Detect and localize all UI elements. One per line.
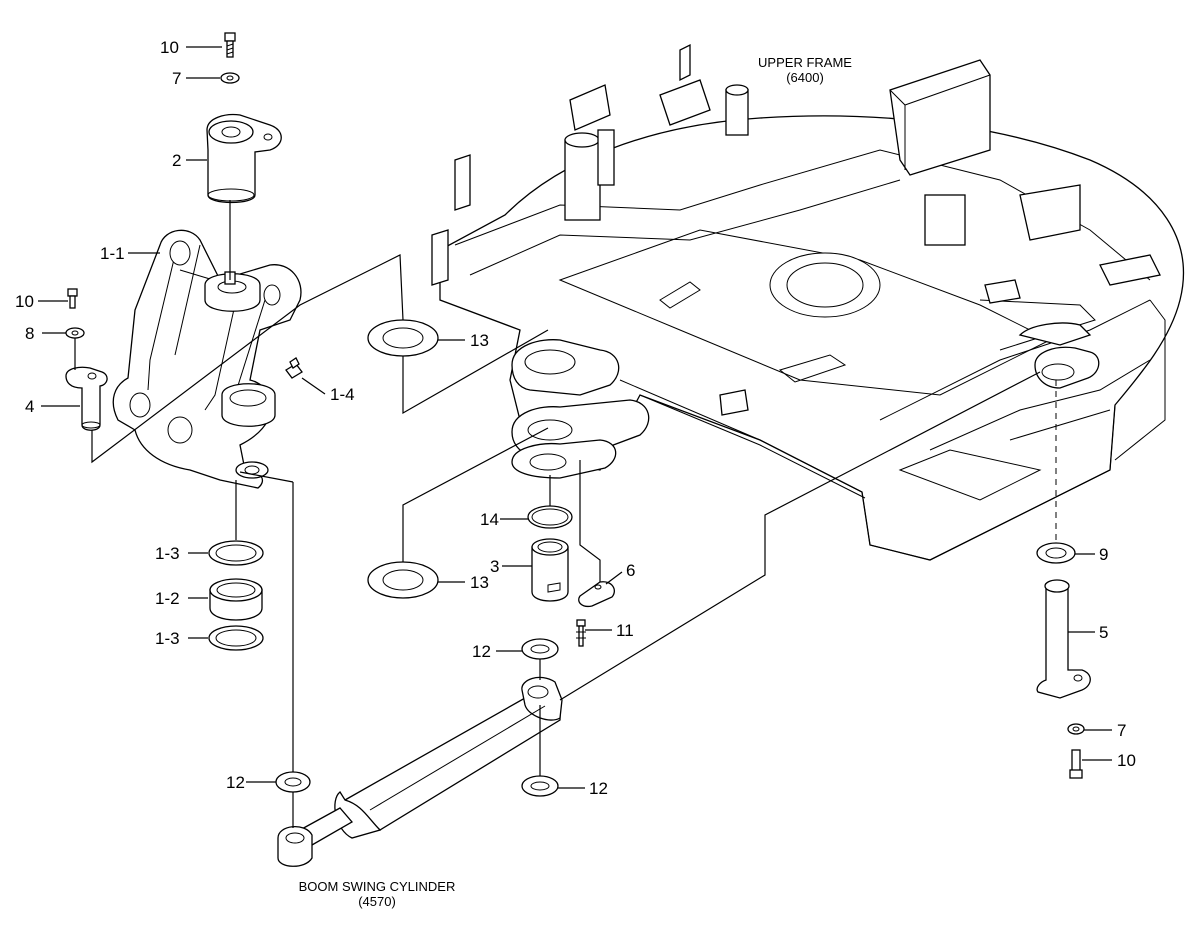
- label-10-right: 10: [1117, 751, 1136, 770]
- ring-1-3-top: [208, 540, 264, 566]
- ring-1-3-bottom: [208, 625, 264, 651]
- label-9: 9: [1099, 545, 1108, 564]
- boom-swing-cylinder: [277, 676, 563, 867]
- frame-mount-lugs: [511, 322, 1100, 479]
- shim-13-top: [367, 319, 439, 357]
- swing-bracket: [112, 229, 302, 489]
- label-1-3-bottom: 1-3: [155, 629, 180, 648]
- shim-12-mid-bottom: [521, 775, 559, 797]
- caption-boom-swing-cylinder-code: (4570): [358, 894, 396, 909]
- label-12-mid-bottom: 12: [589, 779, 608, 798]
- oring-14: [527, 505, 573, 529]
- pin-4: [65, 366, 108, 431]
- caption-upper-frame: UPPER FRAME: [758, 55, 852, 70]
- pin-5: [1036, 579, 1091, 699]
- label-10-top: 10: [160, 38, 179, 57]
- label-13-top: 13: [470, 331, 489, 350]
- upper-frame: [431, 43, 1185, 561]
- caption-upper-frame-code: (6400): [786, 70, 824, 85]
- label-7-right: 7: [1117, 721, 1126, 740]
- shim-12-left: [275, 771, 311, 793]
- washer-7-top: [220, 72, 240, 84]
- shim-9: [1036, 542, 1076, 564]
- leader-lines: [38, 46, 1112, 828]
- bolt-10-top: [224, 32, 236, 58]
- washer-7-right: [1067, 723, 1085, 735]
- label-13-bottom: 13: [470, 573, 489, 592]
- label-8: 8: [25, 324, 34, 343]
- label-5: 5: [1099, 623, 1108, 642]
- label-4: 4: [25, 397, 34, 416]
- captions: UPPER FRAME (6400) BOOM SWING CYLINDER (…: [299, 55, 853, 909]
- part-labels: 10 7 2 1-1 10 8 4 1-4 1-3 1-2 1-3 12 13 …: [15, 38, 1136, 798]
- label-1-4: 1-4: [330, 385, 355, 404]
- label-2: 2: [172, 151, 181, 170]
- washer-8: [65, 327, 85, 339]
- label-3: 3: [490, 557, 499, 576]
- label-11: 11: [616, 621, 634, 640]
- label-1-2: 1-2: [155, 589, 180, 608]
- lock-plate-6: [578, 581, 615, 608]
- grease-fitting-1-4: [285, 357, 303, 379]
- label-12-mid-top: 12: [472, 642, 491, 661]
- shim-12-mid-top: [521, 638, 559, 660]
- bolt-10-right: [1069, 749, 1083, 779]
- bushing-1-2: [209, 578, 263, 621]
- bolt-11: [576, 619, 586, 647]
- label-1-3-top: 1-3: [155, 544, 180, 563]
- shim-13-bottom: [367, 561, 439, 599]
- label-1-1: 1-1: [100, 244, 125, 263]
- label-6: 6: [626, 561, 635, 580]
- label-7-top: 7: [172, 69, 181, 88]
- label-12-left: 12: [226, 773, 245, 792]
- bushing-3: [531, 538, 569, 602]
- caption-boom-swing-cylinder: BOOM SWING CYLINDER: [299, 879, 456, 894]
- label-14: 14: [480, 510, 499, 529]
- bolt-10-left: [67, 288, 78, 309]
- pin-2: [206, 113, 282, 204]
- label-10-left: 10: [15, 292, 34, 311]
